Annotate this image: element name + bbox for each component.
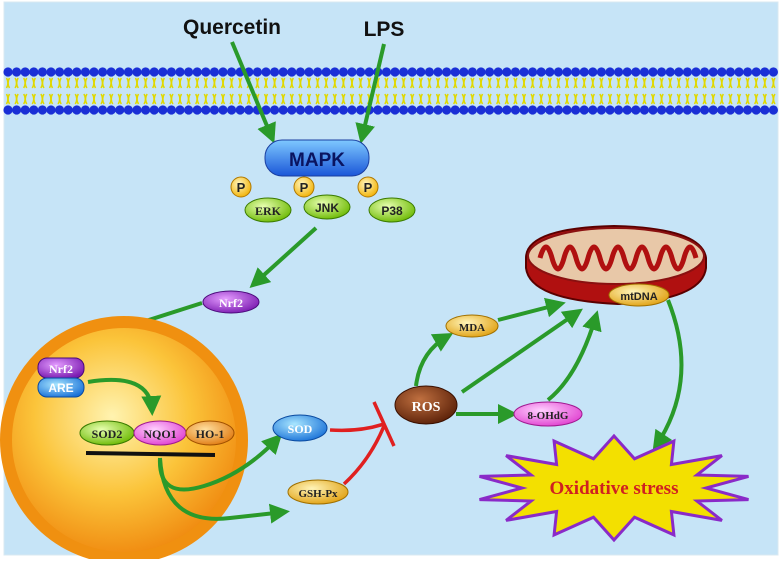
nrf2-nuclear-node: Nrf2 [37, 357, 85, 379]
lps-to-mapk-arrow [355, 43, 386, 144]
mtdna-node: mtDNA [608, 283, 670, 307]
jnk-to-nrf2-arrow [249, 226, 318, 289]
mtdna-label: mtDNA [620, 291, 657, 303]
ros-node: ROS [394, 385, 458, 425]
mitochondrion-icon [525, 224, 707, 306]
p38-node: P38 [368, 197, 416, 223]
gshpx-node: GSH-Px [287, 479, 349, 505]
nqo1-node: NQO1 [133, 420, 187, 446]
jnk-node: JNK [303, 194, 351, 220]
ros-label: ROS [412, 400, 441, 415]
sod-node: SOD [272, 414, 328, 442]
erk-node: ERK [244, 197, 292, 223]
inhibition-to-ros [329, 401, 396, 486]
mda-to-mito-arrow [497, 297, 566, 322]
quercetin-label: Quercetin [183, 16, 281, 39]
ros-to-mda-arrow [414, 333, 454, 387]
phospho-jnk: P [293, 176, 315, 198]
nrf2-label: Nrf2 [219, 296, 243, 310]
p38-label: P38 [381, 204, 403, 218]
phospho-p38: P [357, 176, 379, 198]
genes-to-gshpx-arrow [158, 457, 290, 524]
oxidative-stress-burst: Oxidative stress [479, 433, 749, 543]
ho1-label: HO-1 [196, 427, 225, 441]
are-to-genes-arrow [87, 377, 162, 416]
mda-label: MDA [459, 322, 485, 334]
jnk-label: JNK [315, 201, 339, 215]
ohdg-label: 8-OHdG [528, 410, 569, 422]
oxidative-stress-label: Oxidative stress [550, 478, 679, 499]
phospho-erk: P [230, 176, 252, 198]
sod2-label: SOD2 [92, 427, 123, 441]
phospho-label-2: P [300, 180, 309, 195]
ohdg-node: 8-OHdG [513, 401, 583, 427]
ros-to-mito-arrow [460, 308, 583, 394]
cell-membrane [3, 67, 779, 115]
mito-to-stress-arrow [652, 299, 684, 451]
erk-label: ERK [255, 204, 282, 218]
ohdg-to-mito-arrow [546, 310, 602, 402]
sod2-node: SOD2 [79, 420, 135, 446]
are-label: ARE [48, 381, 73, 395]
are-node: ARE [37, 377, 85, 398]
nrf2-node: Nrf2 [202, 290, 260, 314]
mapk-label: MAPK [289, 150, 345, 171]
nqo1-label: NQO1 [143, 427, 176, 441]
sod-label: SOD [288, 422, 313, 436]
mapk-node: MAPK [264, 139, 370, 177]
phospho-label-1: P [237, 180, 246, 195]
gshpx-label: GSH-Px [298, 488, 338, 500]
quercetin-to-mapk-arrow [230, 41, 276, 144]
dna-line [85, 451, 216, 457]
nrf2-nuclear-label: Nrf2 [49, 362, 73, 376]
lps-label: LPS [364, 18, 405, 41]
mda-node: MDA [445, 314, 499, 338]
phospho-label-3: P [364, 180, 373, 195]
ho1-node: HO-1 [185, 420, 235, 446]
